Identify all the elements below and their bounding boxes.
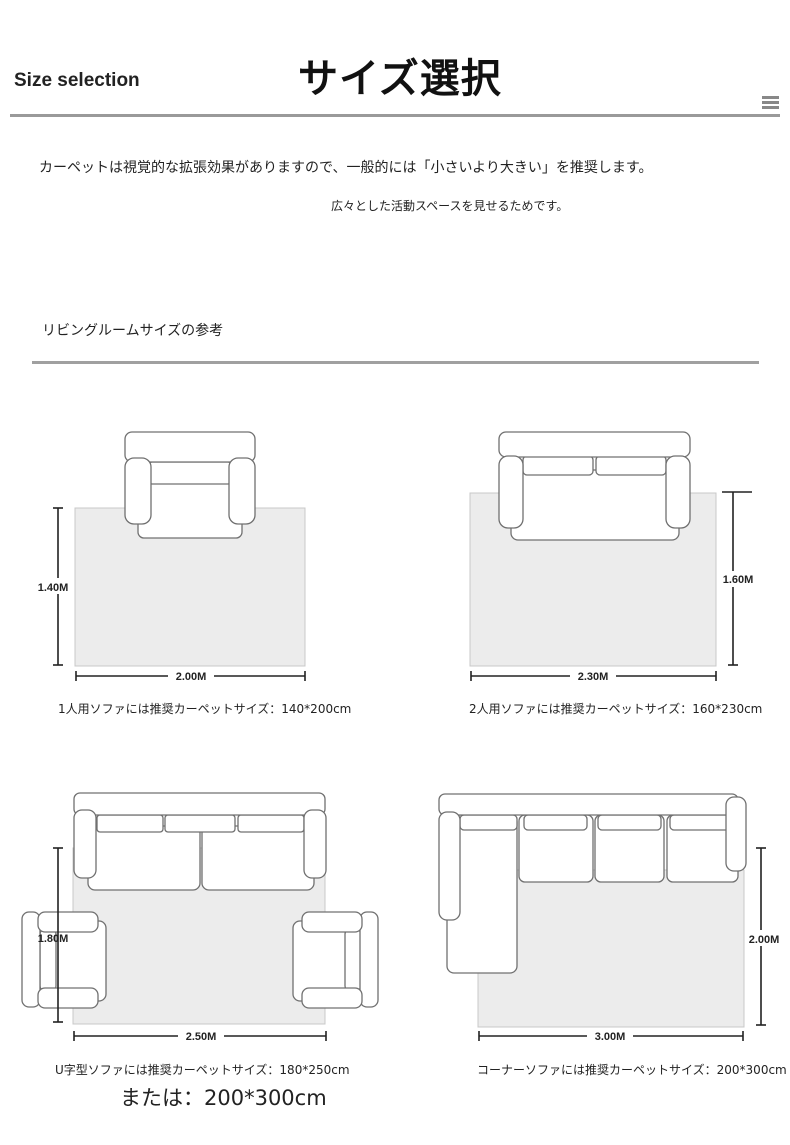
height-label-4: 2.00M — [749, 934, 780, 946]
diagram-corner-sofa: 2.00M 3.00M — [438, 793, 785, 1044]
left-armchair-icon — [21, 911, 107, 1009]
rug-shape — [477, 869, 745, 1028]
caption-two-seat-sofa: 2人用ソファには推奨カーペットサイズ：160*230cm — [469, 702, 763, 716]
section-divider — [32, 361, 759, 364]
three-seat-sofa-icon — [73, 792, 327, 891]
corner-sofa-icon — [438, 793, 747, 974]
diagram-two-seat-sofa: 1.60M 2.30M — [469, 431, 758, 684]
intro-text-1: カーペットは視覚的な拡張効果がありますので、一般的には「小さいより大きい」を推奨… — [39, 160, 653, 176]
caption-u-shape-sofa: U字型ソファには推奨カーペットサイズ：180*250cm — [55, 1063, 350, 1077]
height-label-1: 1.40M — [38, 582, 69, 594]
height-label-3: 1.80M — [38, 933, 69, 945]
title-en: Size selection — [14, 70, 140, 91]
intro-text-2: 広々とした活動スペースを見せるためです。 — [331, 199, 569, 213]
width-label-1: 2.00M — [176, 671, 207, 683]
menu-icon[interactable] — [762, 96, 779, 111]
width-label-2: 2.30M — [578, 671, 609, 683]
alternative-size: または：200*300cm — [120, 1086, 327, 1110]
caption-corner-sofa: コーナーソファには推奨カーペットサイズ：200*300cm — [477, 1063, 787, 1077]
section-label: リビングルームサイズの参考 — [42, 323, 224, 339]
diagram-single-sofa: 1.40M 2.00M — [34, 431, 306, 684]
height-label-2: 1.60M — [723, 574, 754, 586]
armchair-icon — [124, 431, 256, 539]
width-label-3: 2.50M — [186, 1031, 217, 1043]
two-seat-sofa-icon — [498, 431, 691, 541]
header-divider — [10, 114, 780, 117]
right-armchair-icon — [292, 911, 379, 1009]
width-label-4: 3.00M — [595, 1031, 626, 1043]
diagram-u-shape-sofa: 1.80M 2.50M — [21, 792, 379, 1044]
caption-single-sofa: 1人用ソファには推奨カーペットサイズ：140*200cm — [58, 702, 352, 716]
page-title: サイズ選択 — [298, 56, 502, 102]
